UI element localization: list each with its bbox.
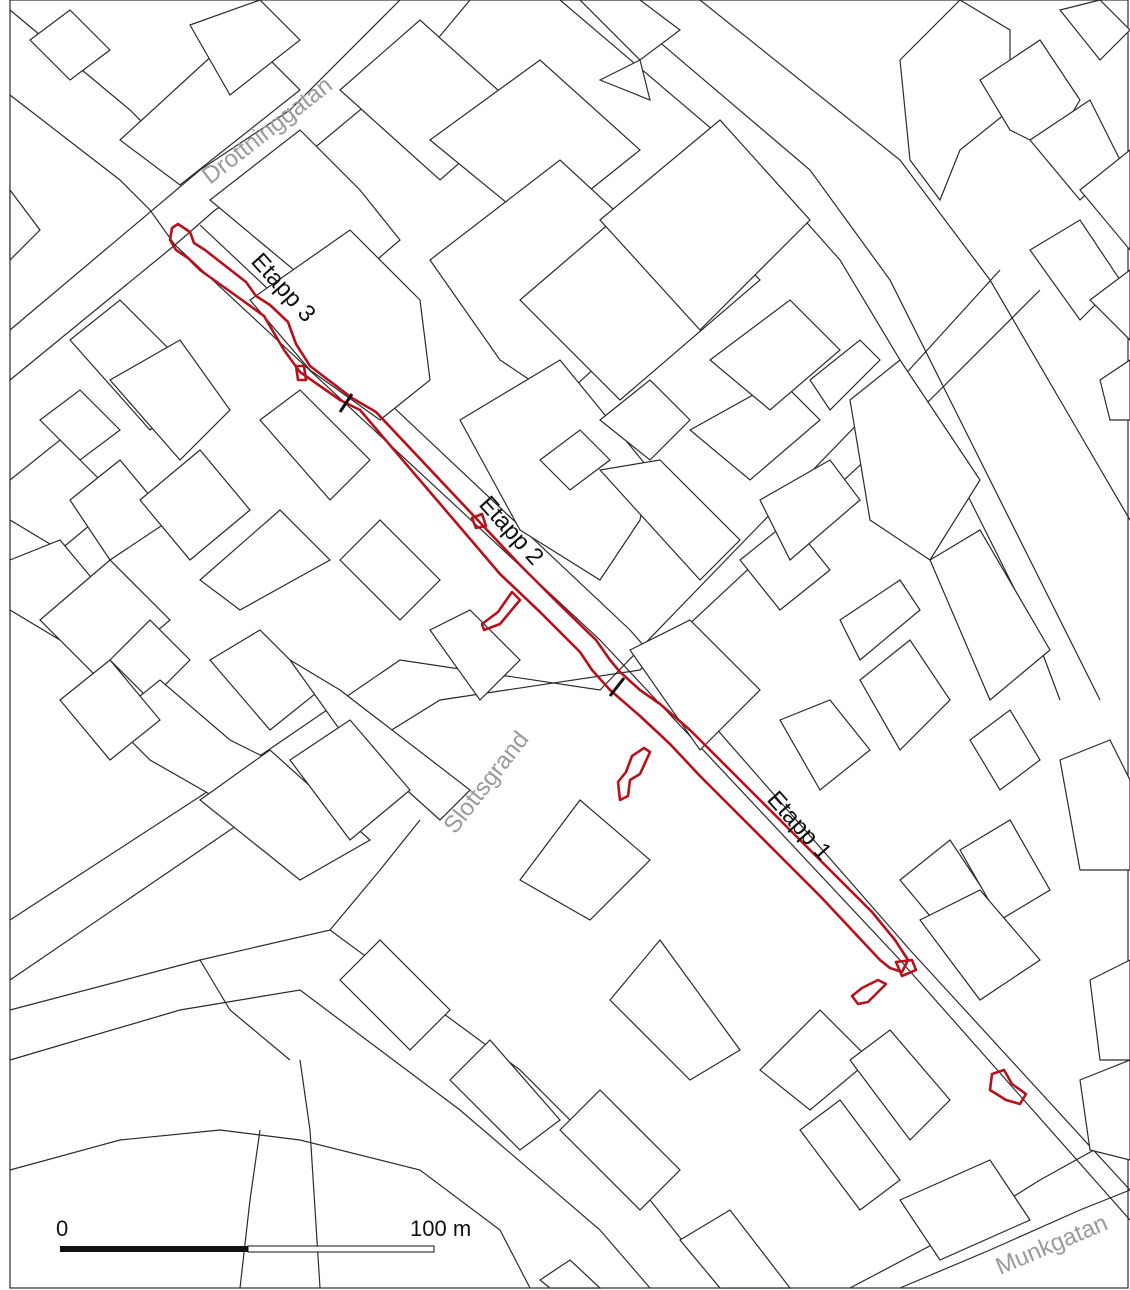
scale-bar-start-label: 0 [56,1216,68,1241]
work-branch-1 [480,590,522,632]
work-notch-2 [470,512,488,530]
work-branch-2 [616,746,652,802]
work-notch-1 [294,364,308,382]
buildings [9,0,1130,1289]
scale-bar-filled [60,1246,248,1252]
scale-bar-end-label: 100 m [410,1216,471,1241]
stage-divider-1-2 [608,677,626,697]
work-area [168,222,1028,1106]
scale-bar: 0 100 m [56,1216,471,1253]
work-branch-3 [850,978,888,1006]
scale-bar-empty [247,1245,435,1253]
stage-divider-2-3 [338,393,354,413]
work-branch-4 [988,1068,1028,1106]
work-notch-3 [894,958,918,978]
stage-dividers [338,393,626,697]
stage-label-etapp-1: Etapp 1 [762,786,837,866]
